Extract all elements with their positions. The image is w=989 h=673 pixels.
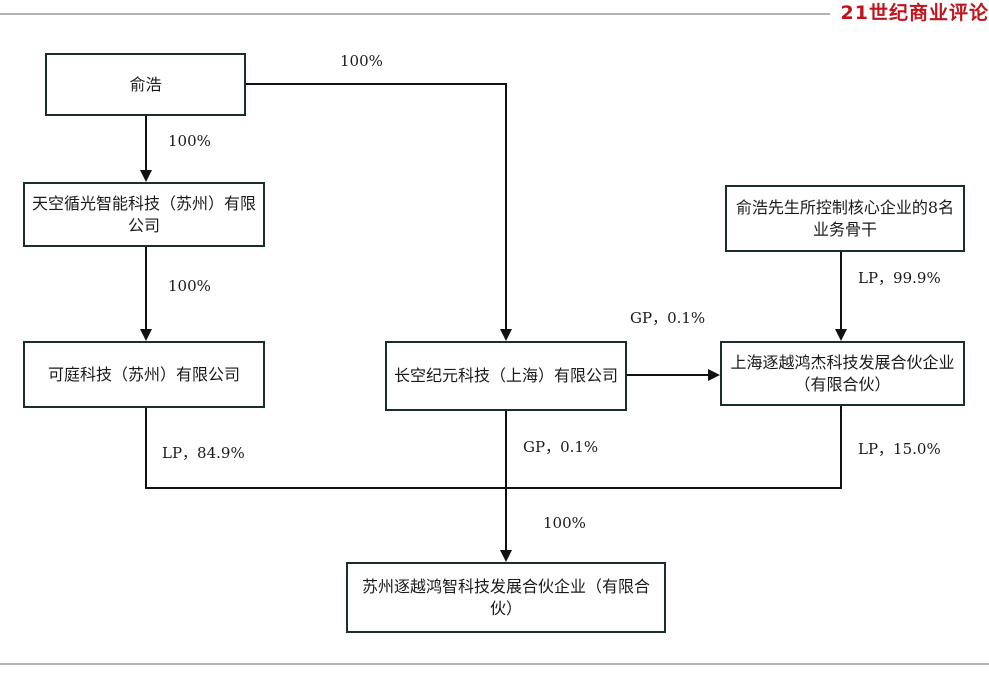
entity-yuhao: 俞浩 xyxy=(45,53,246,116)
edge-yuhao-changkong xyxy=(246,83,512,341)
edge-label-shanghai-suzhou: LP，15.0% xyxy=(858,440,941,458)
edge-label-merged-suzhou: 100% xyxy=(543,514,586,532)
entity-keting: 可庭科技（苏州）有限公司 xyxy=(23,341,265,408)
edge-keting-merge xyxy=(145,406,842,489)
edge-label-changkong-suzhou: GP，0.1% xyxy=(523,438,599,456)
entity-suzhou-zhuyue: 苏州逐越鸿智科技发展合伙企业（有限合伙） xyxy=(346,562,666,633)
entity-shanghai-zhuyue-label: 上海逐越鸿杰科技发展合伙企业（有限合伙） xyxy=(730,352,955,394)
entity-changkong-label: 长空纪元科技（上海）有限公司 xyxy=(393,366,618,385)
brand-logo: 21世纪商业评论 xyxy=(832,0,989,26)
entity-shanghai-zhuyue: 上海逐越鸿杰科技发展合伙企业（有限合伙） xyxy=(720,341,965,406)
entity-core-staff: 俞浩先生所控制核心企业的8名业务骨干 xyxy=(725,185,965,252)
entity-changkong: 长空纪元科技（上海）有限公司 xyxy=(385,341,627,411)
entity-yuhao-label: 俞浩 xyxy=(129,74,162,94)
edge-label-yuhao-tiankong: 100% xyxy=(168,132,211,150)
entity-tiankong-label: 天空循光智能科技（苏州）有限公司 xyxy=(31,193,256,235)
edge-label-tiankong-keting: 100% xyxy=(168,277,211,295)
entity-keting-label: 可庭科技（苏州）有限公司 xyxy=(47,364,240,384)
edge-label-staff-shanghai: LP，99.9% xyxy=(858,269,941,287)
entity-suzhou-zhuyue-label: 苏州逐越鸿智科技发展合伙企业（有限合伙） xyxy=(361,576,650,618)
edge-label-keting-suzhou: LP，84.9% xyxy=(162,444,245,462)
edge-label-changkong-shanghai: GP，0.1% xyxy=(630,309,706,327)
edge-label-yuhao-changkong: 100% xyxy=(340,52,383,70)
entity-tiankong: 天空循光智能科技（苏州）有限公司 xyxy=(23,182,265,247)
entity-core-staff-label: 俞浩先生所控制核心企业的8名业务骨干 xyxy=(735,197,955,239)
